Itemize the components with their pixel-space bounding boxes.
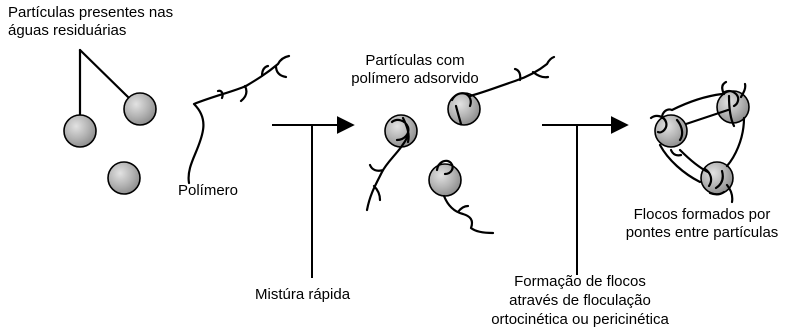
particle <box>64 115 96 147</box>
arrow-rapid-mixing <box>272 125 353 278</box>
label-line: através de floculação <box>488 291 672 310</box>
polymer-strand <box>189 56 289 183</box>
particle <box>124 93 156 125</box>
particle <box>108 162 140 194</box>
label-line: Partículas presentes nas <box>8 4 173 22</box>
label-polymer: Polímero <box>178 182 238 200</box>
label-line: Formação de flocos <box>488 272 672 291</box>
label-line: ortocinética ou pericinética <box>488 310 672 329</box>
label-line: Flocos formados por <box>612 206 792 224</box>
label-line: polímero adsorvido <box>345 70 485 88</box>
particle <box>429 164 461 196</box>
pointer-line <box>80 50 128 97</box>
label-line: Partículas com <box>345 52 485 70</box>
label-line: pontes entre partículas <box>612 224 792 242</box>
arrow-floc-formation <box>542 125 627 275</box>
label-rapid-mixing: Mistúra rápida <box>255 286 350 304</box>
particle <box>701 162 733 194</box>
label-line: águas residuárias <box>8 22 173 40</box>
stage-1-free-particles <box>64 50 156 194</box>
label-flocs-formed: Flocos formados por pontes entre partícu… <box>612 206 792 242</box>
label-particles-in-wastewater: Partículas presentes nas águas residuári… <box>8 4 173 40</box>
label-particles-with-polymer: Partículas com polímero adsorvido <box>345 52 485 88</box>
label-floc-formation: Formação de flocos através de floculação… <box>488 272 672 329</box>
stage-3-flocs <box>651 82 749 202</box>
